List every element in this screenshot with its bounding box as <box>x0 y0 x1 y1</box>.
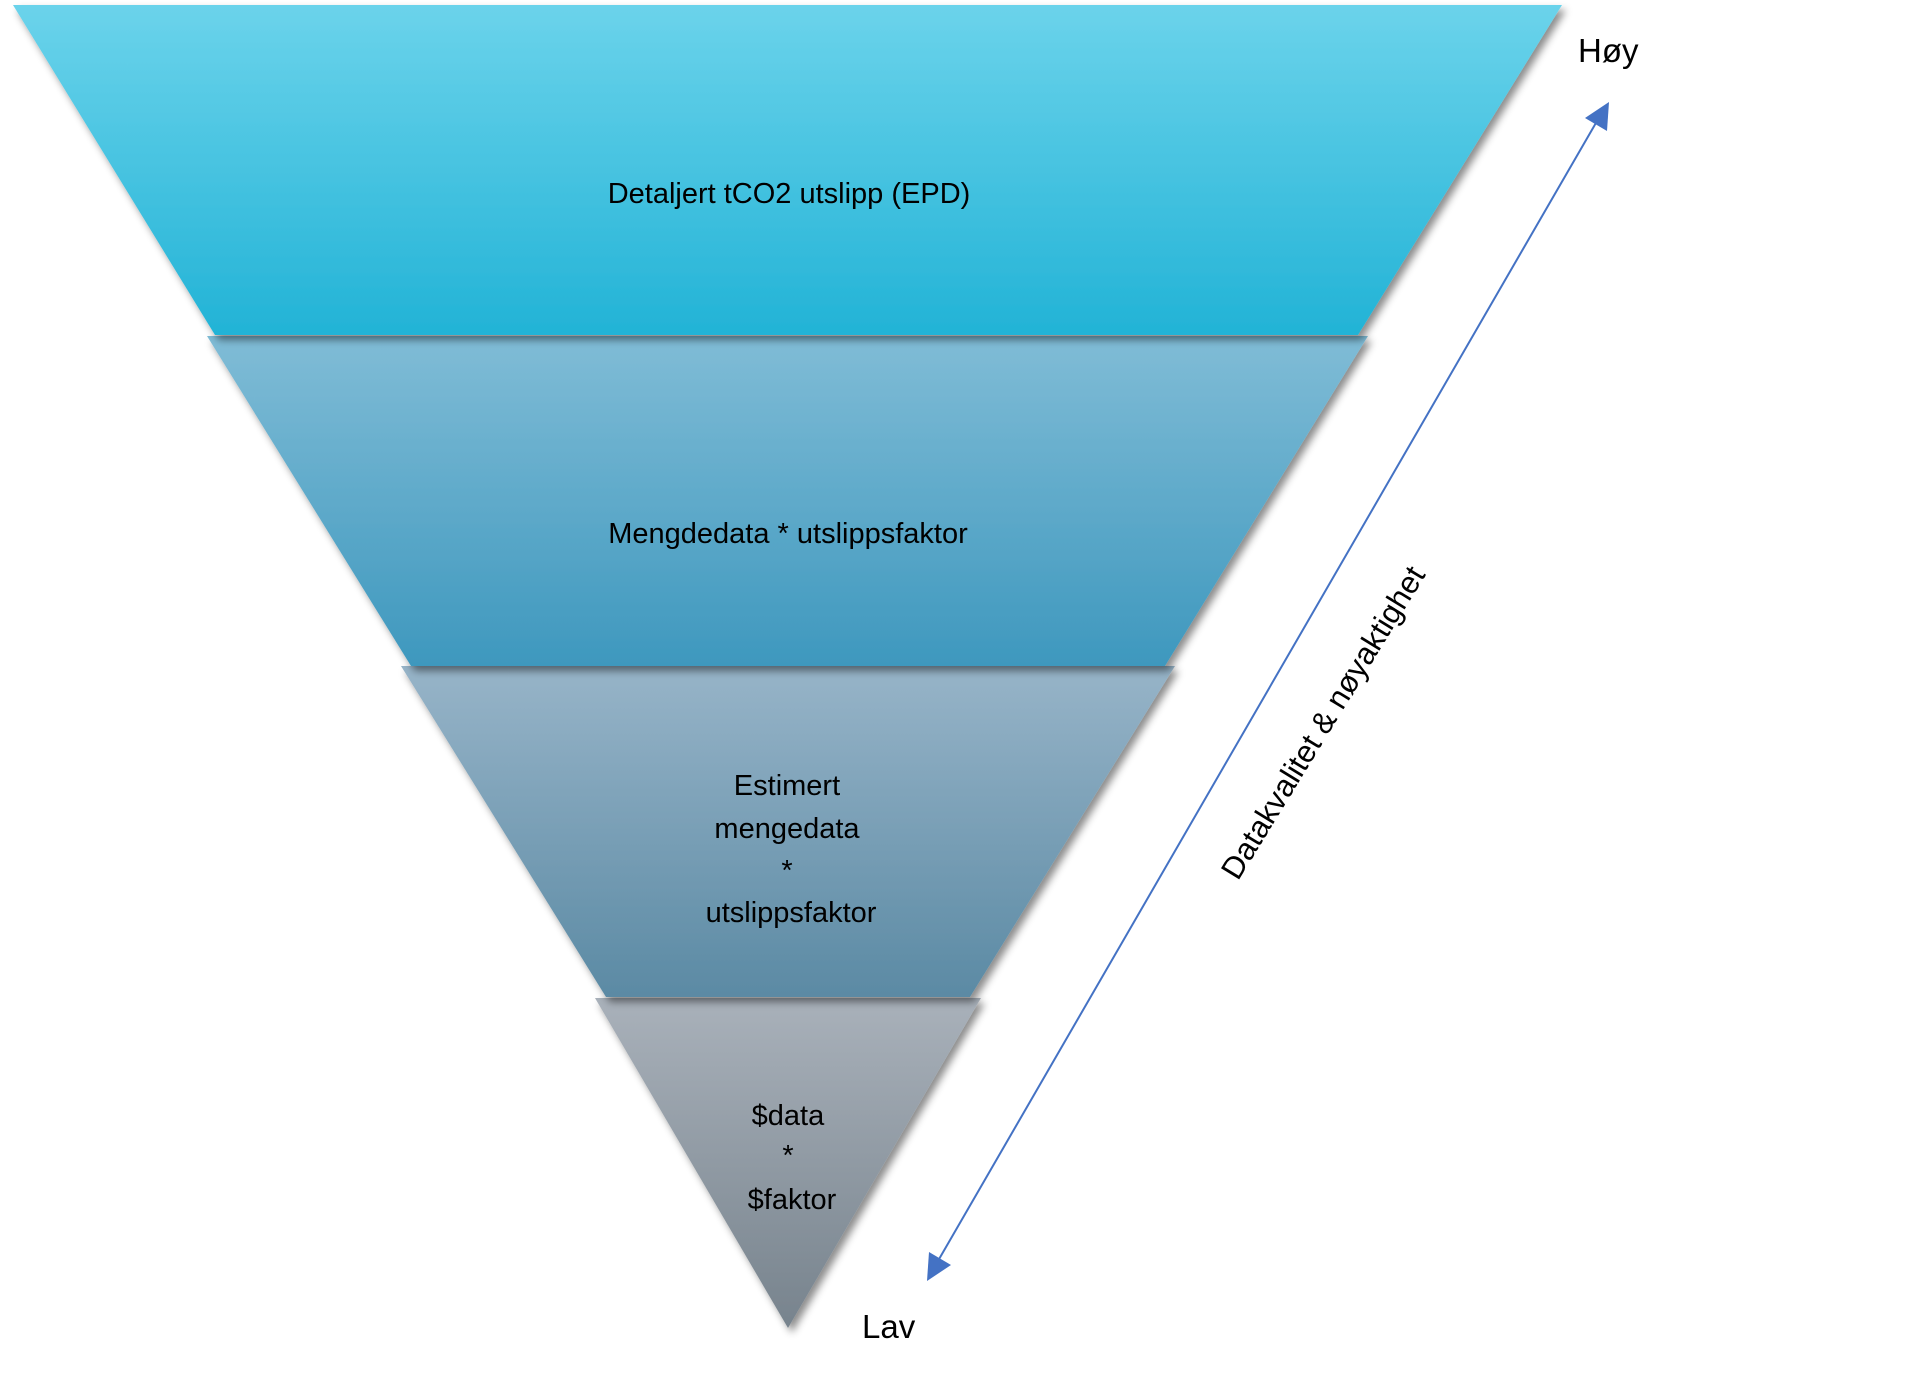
pyramid-level-1-label: Detaljert tCO2 utslipp (EPD) <box>608 178 971 210</box>
pyramid-level-1: Detaljert tCO2 utslipp (EPD) <box>13 5 1562 335</box>
label-line: $faktor <box>748 1184 837 1216</box>
label-line: * <box>782 1140 793 1172</box>
axis-high-label: Høy <box>1578 32 1639 69</box>
pyramid-level-2: Mengdedata * utslippsfaktor <box>207 336 1368 666</box>
axis-low-label: Lav <box>862 1308 916 1345</box>
label-line: * <box>781 855 792 887</box>
pyramid-level-3: Estimert mengedata * utslippsfaktor <box>401 666 1175 997</box>
pyramid-level-3-label: Estimert mengedata * utslippsfaktor <box>706 770 877 929</box>
pyramid-level-4-shape <box>595 998 981 1328</box>
pyramid-level-2-shape <box>207 336 1368 666</box>
label-line: mengedata <box>714 813 860 845</box>
pyramid-level-2-label: Mengdedata * utslippsfaktor <box>608 518 968 550</box>
arrowhead-up-icon <box>1585 102 1609 131</box>
arrowhead-down-icon <box>927 1252 951 1281</box>
pyramid-level-4: $data * $faktor <box>595 998 981 1328</box>
axis-title: Datakvalitet & nøyaktighet <box>1214 560 1432 886</box>
pyramid-level-3-shape <box>401 666 1175 997</box>
label-line: utslippsfaktor <box>706 897 877 929</box>
pyramid-level-1-shape <box>13 5 1562 335</box>
quality-axis-arrow <box>930 108 1605 1274</box>
label-line: Estimert <box>734 770 840 802</box>
label-line: $data <box>752 1100 825 1132</box>
pyramid-level-4-label: $data * $faktor <box>748 1100 837 1216</box>
